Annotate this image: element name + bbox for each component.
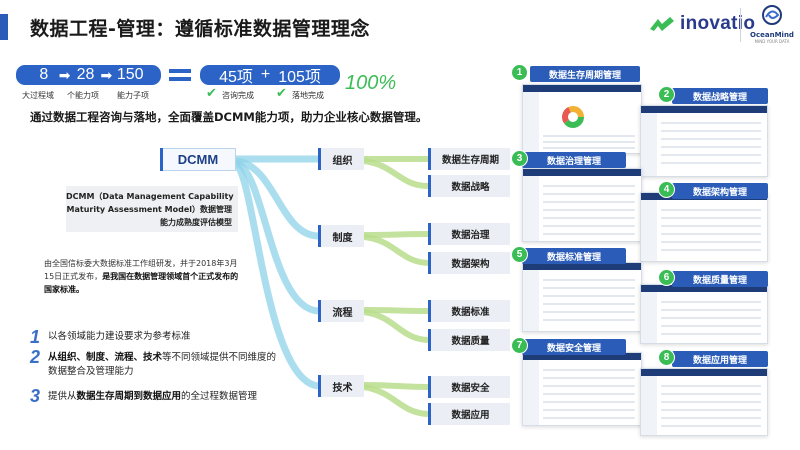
leaf-data-standards: 数据标准	[428, 300, 510, 322]
equals-bar-bottom	[169, 77, 191, 81]
card-1-badge: 1	[511, 64, 528, 81]
stat-landing-count: 105项	[278, 69, 321, 86]
logo-divider	[740, 8, 741, 42]
point-text-3-rest: 的全过程数据管理	[181, 391, 258, 402]
dcmm-model-line-2: Maturity Assessment Model）数据管理	[66, 205, 232, 214]
stat-label-landing: 落地完成	[292, 91, 324, 100]
stat-label-domains: 大过程域	[22, 91, 54, 100]
completion-percent: 100%	[345, 72, 397, 94]
stat-label-consult: 咨询完成	[222, 91, 254, 100]
point-text-3-pre: 提供从	[48, 391, 77, 402]
flow-to-leaves	[363, 156, 429, 417]
point-text-2-bold: 从组织、制度、流程、技术	[48, 352, 163, 363]
leaf-data-quality: 数据质量	[428, 329, 510, 351]
card-4-label: 数据架构管理	[672, 183, 768, 199]
stats-left-pill: 8 ➡ 28 ➡ 150	[16, 65, 161, 85]
inovatio-wordmark: inovatio	[680, 13, 756, 34]
card-7-badge: 7	[511, 337, 528, 354]
branch-organization: 组织	[318, 148, 364, 170]
lead-text: 通过数据工程咨询与落地，全面覆盖DCMM能力项，助力企业核心数据管理。	[30, 110, 428, 124]
card-7-label: 数据安全管理	[522, 339, 626, 355]
point-text-3: 提供从数据生存周期到数据应用的全过程数据管理	[48, 390, 308, 404]
card-1-label: 数据生存周期管理	[530, 66, 640, 82]
plus-sign: +	[260, 66, 271, 83]
stats-right-pill: 45项 + 105项	[200, 65, 340, 86]
card-5-badge: 5	[511, 246, 528, 263]
card-1-screenshot	[522, 84, 642, 154]
standard-description-part2: 是我国在数据管理领域首个正式发布的国家标准。	[44, 272, 239, 294]
inovatio-mark-icon	[650, 17, 674, 31]
card-6-label: 数据质量管理	[672, 271, 768, 287]
title-accent-bar	[0, 14, 8, 40]
card-4-badge: 4	[658, 181, 675, 198]
point-number-1: 1	[30, 327, 41, 347]
inovatio-logo: inovatio	[648, 12, 755, 36]
card-6-badge: 6	[658, 269, 675, 286]
card-8-label: 数据应用管理	[672, 351, 768, 367]
standard-description-part1: 由全国信标委大数据标准工作组研发，并于2018年3月15日正式发布，	[44, 259, 238, 281]
point-text-2: 从组织、制度、流程、技术等不同领域提供不同维度的数据整合及管理能力	[48, 351, 278, 379]
leaf-data-architecture: 数据架构	[428, 252, 510, 274]
point-number-2: 2	[30, 347, 41, 367]
check-icon: ✔	[276, 86, 287, 101]
card-3-label: 数据治理管理	[522, 152, 626, 168]
card-7-screenshot	[522, 352, 642, 426]
dcmm-model-line-3: 能力成熟度评估模型	[160, 218, 232, 227]
dcmm-accent-bar	[160, 148, 163, 171]
stat-capability-items: 28	[76, 66, 95, 83]
card-5-screenshot	[522, 262, 642, 332]
oceanmind-logo: OceanMind MIND YOUR DATA	[748, 4, 796, 44]
point-text-3-bold: 数据生存周期到数据应用	[76, 391, 182, 402]
card-4-screenshot	[640, 192, 768, 262]
dcmm-model-line-1: DCMM（Data Management Capability	[66, 192, 234, 201]
arrow-right-icon: ➡	[58, 66, 71, 83]
card-2-badge: 2	[658, 86, 675, 103]
dcmm-root-node: DCMM	[160, 148, 236, 171]
card-5-label: 数据标准管理	[522, 248, 626, 264]
equals-bar-top	[169, 69, 191, 73]
card-2-screenshot	[640, 105, 768, 177]
leaf-data-strategy: 数据战略	[428, 175, 510, 197]
card-8-screenshot	[640, 368, 768, 436]
oceanmind-wordmark: OceanMind	[750, 31, 794, 39]
stat-label-subitems: 能力子项	[117, 91, 149, 100]
flow-dcmm-to-tech	[233, 161, 319, 390]
oceanmind-tagline: MIND YOUR DATA	[754, 39, 790, 44]
stat-consult-count: 45项	[219, 69, 253, 86]
point-text-1: 以各领域能力建设要求为参考标准	[48, 331, 191, 342]
card-3-badge: 3	[511, 150, 528, 167]
page-title: 数据工程-管理：遵循标准数据管理理念	[30, 18, 370, 40]
flow-dcmm-to-policy	[235, 157, 319, 240]
card-2-label: 数据战略管理	[672, 88, 768, 104]
arrow-right-icon: ➡	[100, 66, 113, 83]
card-3-screenshot	[522, 168, 642, 242]
donut-chart-icon	[562, 106, 584, 128]
branch-policy: 制度	[318, 225, 364, 247]
stat-sub-items: 150	[116, 66, 144, 83]
point-number-3: 3	[30, 386, 41, 406]
stat-process-domains: 8	[39, 66, 49, 83]
leaf-data-security: 数据安全	[428, 376, 510, 398]
point-text-2-rest: 等不同领域提供不同维度的数据整合及管理能力	[48, 352, 277, 377]
branch-process: 流程	[318, 300, 364, 322]
flow-to-branches	[233, 155, 319, 390]
card-8-badge: 8	[658, 349, 675, 366]
oceanmind-swirl-icon	[762, 5, 782, 25]
flow-dcmm-to-process	[234, 159, 319, 315]
leaf-data-governance: 数据治理	[428, 223, 510, 245]
branch-technology: 技术	[318, 375, 364, 397]
leaf-data-application: 数据应用	[428, 403, 510, 425]
card-6-screenshot	[640, 284, 768, 344]
stat-label-items: 个能力项	[67, 91, 99, 100]
dcmm-model-description: DCMM（Data Management Capability Maturity…	[66, 186, 238, 232]
leaf-data-lifecycle: 数据生存周期	[428, 148, 510, 170]
check-icon: ✔	[206, 86, 217, 101]
standard-description: 由全国信标委大数据标准工作组研发，并于2018年3月15日正式发布，是我国在数据…	[44, 257, 244, 296]
